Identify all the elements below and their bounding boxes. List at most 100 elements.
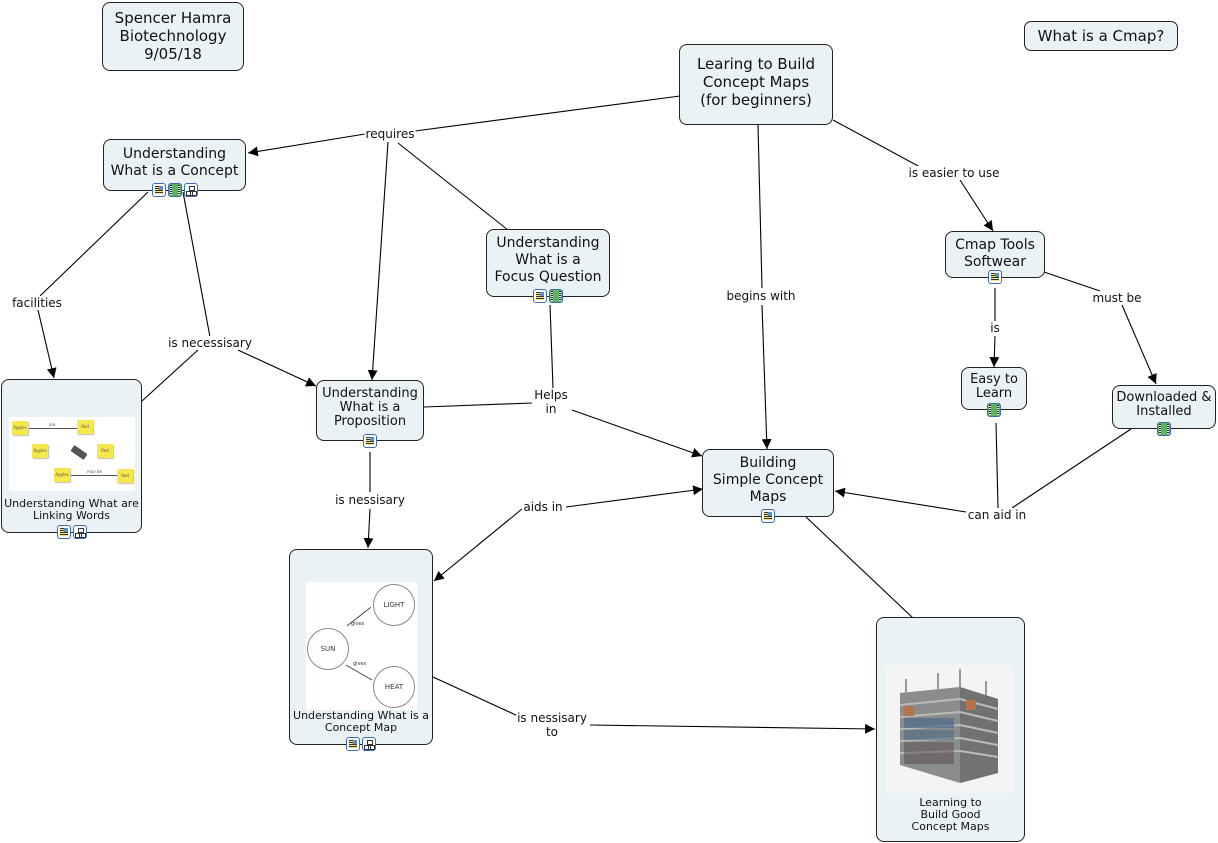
edge-necessisary-proposition bbox=[237, 349, 317, 387]
proposition-label: Understanding What is a Proposition bbox=[322, 386, 418, 429]
image-arrow bbox=[71, 475, 121, 476]
video-icon[interactable] bbox=[167, 183, 182, 197]
concept-map-icon[interactable] bbox=[362, 737, 376, 751]
concept-building-simple-maps[interactable]: Building Simple Concept Maps bbox=[702, 449, 834, 523]
author-concept[interactable]: Spencer Hamra Biotechnology 9/05/18 bbox=[102, 2, 244, 71]
edge-conceptmap-nessisaryto bbox=[432, 676, 519, 717]
sticky-note: Apples bbox=[32, 444, 48, 458]
video-icon[interactable] bbox=[1157, 422, 1171, 436]
image-link-label: are bbox=[49, 422, 56, 427]
what-is-a-cmap-concept[interactable]: What is a Cmap? bbox=[1024, 21, 1178, 51]
video-icon[interactable] bbox=[987, 403, 1001, 417]
document-icon[interactable] bbox=[151, 183, 166, 197]
concept-easy-to-learn[interactable]: Easy to Learn bbox=[961, 367, 1027, 417]
image-sun-circle: SUN bbox=[307, 628, 349, 670]
good-concept-maps-label: Learning to Build Good Concept Maps bbox=[911, 796, 990, 833]
concept-map-icon[interactable] bbox=[72, 525, 87, 539]
concept-concept-map[interactable]: SUN LIGHT HEAT gives gives Understanding… bbox=[289, 549, 433, 751]
image-link-label: may be bbox=[87, 469, 102, 474]
sticky-note: Apples bbox=[12, 421, 28, 435]
edge-building-goodmaps bbox=[805, 516, 914, 619]
image-arrow bbox=[29, 428, 79, 429]
concept-map-label: Understanding What is a Concept Map bbox=[293, 709, 429, 734]
edge-requires-proposition bbox=[367, 141, 389, 381]
understanding-concept-label: Understanding What is a Concept bbox=[110, 146, 239, 179]
edge-aids-conceptmap bbox=[433, 508, 523, 582]
edge-focus-helps bbox=[549, 304, 554, 389]
edge-linking-necessisary bbox=[141, 349, 199, 402]
edge-requires-concept bbox=[247, 133, 366, 157]
link-helps-in[interactable]: Helps in bbox=[533, 388, 569, 416]
linking-words-image: Apples are Red Apples Red Apples may be … bbox=[9, 417, 135, 491]
concept-linking-words[interactable]: Apples are Red Apples Red Apples may be … bbox=[1, 379, 142, 539]
image-light-circle: LIGHT bbox=[373, 584, 415, 626]
building-simple-maps-label: Building Simple Concept Maps bbox=[712, 455, 824, 505]
edge-mustbe-downloaded bbox=[1121, 304, 1157, 385]
concept-focus-question[interactable]: Understanding What is a Focus Question bbox=[486, 229, 610, 303]
concept-cmap-tools[interactable]: Cmap Tools Softwear bbox=[945, 231, 1045, 284]
edge-root-requires bbox=[414, 95, 681, 132]
concept-understanding-concept[interactable]: Understanding What is a Concept bbox=[103, 139, 246, 197]
linking-words-label: Understanding What are Linking Words bbox=[4, 497, 139, 522]
edge-nessisaryto-goodmaps bbox=[589, 723, 876, 734]
sticky-note: Red bbox=[77, 420, 93, 434]
edge-easy-canaid bbox=[995, 422, 999, 509]
video-icon[interactable] bbox=[549, 289, 563, 303]
image-link-label: gives bbox=[353, 661, 367, 667]
sticky-note: Red bbox=[117, 469, 133, 483]
concept-map-icon[interactable] bbox=[183, 183, 198, 197]
sticky-note: Apples bbox=[54, 468, 70, 482]
image-link-label: gives bbox=[351, 621, 365, 627]
concept-proposition[interactable]: Understanding What is a Proposition bbox=[316, 380, 424, 448]
edge-is-easy bbox=[989, 335, 1000, 368]
edge-downloaded-canaid bbox=[1011, 428, 1132, 509]
document-icon[interactable] bbox=[56, 525, 71, 539]
edge-concept-facilities bbox=[39, 191, 149, 297]
link-is[interactable]: is bbox=[989, 321, 1001, 335]
link-is-nessisary-to[interactable]: is nessisary to bbox=[516, 711, 588, 739]
edge-proposition-helps bbox=[423, 402, 533, 408]
link-can-aid-in[interactable]: can aid in bbox=[966, 508, 1028, 522]
document-icon[interactable] bbox=[346, 737, 360, 751]
what-is-a-cmap-label: What is a Cmap? bbox=[1037, 27, 1165, 45]
edge-easier-cmaptools bbox=[959, 179, 994, 232]
edge-requires-focus bbox=[397, 142, 509, 231]
edge-nessisary-conceptmap bbox=[363, 508, 374, 549]
edge-root-easier bbox=[832, 119, 921, 168]
link-is-nessisary[interactable]: is nessisary bbox=[334, 493, 406, 507]
edge-canaid-building bbox=[834, 487, 967, 513]
link-must-be[interactable]: must be bbox=[1091, 291, 1143, 305]
root-concept[interactable]: Learing to Build Concept Maps (for begin… bbox=[679, 44, 833, 125]
document-icon[interactable] bbox=[363, 434, 377, 448]
edge-root-begins bbox=[757, 124, 763, 289]
concept-good-concept-maps[interactable]: Learning to Build Good Concept Maps bbox=[876, 617, 1025, 842]
edge-begins-building bbox=[761, 304, 772, 450]
sticky-note: Red bbox=[97, 444, 113, 458]
edge-concept-necessisary bbox=[182, 191, 211, 338]
blank-chip bbox=[70, 445, 88, 460]
link-is-easier-to-use[interactable]: is easier to use bbox=[907, 166, 1001, 180]
sun-light-heat-image: SUN LIGHT HEAT gives gives bbox=[306, 582, 417, 710]
building-illustration bbox=[899, 669, 999, 783]
link-begins-with[interactable]: begins with bbox=[725, 289, 797, 303]
root-label: Learing to Build Concept Maps (for begin… bbox=[696, 55, 816, 109]
cmap-tools-label: Cmap Tools Softwear bbox=[955, 237, 1035, 270]
downloaded-installed-label: Downloaded & Installed bbox=[1116, 390, 1212, 419]
document-icon[interactable] bbox=[761, 509, 775, 523]
author-label: Spencer Hamra Biotechnology 9/05/18 bbox=[114, 9, 232, 63]
document-icon[interactable] bbox=[533, 289, 547, 303]
focus-question-label: Understanding What is a Focus Question bbox=[494, 235, 602, 285]
link-aids-in[interactable]: aids in bbox=[522, 500, 564, 514]
edge-facilities-linking bbox=[37, 309, 57, 379]
edge-cmaptools-mustbe bbox=[1043, 271, 1101, 292]
document-icon[interactable] bbox=[988, 270, 1002, 284]
link-facilities[interactable]: facilities bbox=[11, 296, 63, 310]
link-is-necessisary[interactable]: is necessisary bbox=[167, 336, 253, 350]
edge-helps-building bbox=[571, 409, 703, 458]
image-heat-circle: HEAT bbox=[373, 666, 415, 708]
link-requires[interactable]: requires bbox=[364, 127, 416, 141]
building-construction-image bbox=[886, 665, 1014, 793]
concept-downloaded-installed[interactable]: Downloaded & Installed bbox=[1112, 385, 1216, 436]
edge-aids-building bbox=[565, 485, 704, 508]
